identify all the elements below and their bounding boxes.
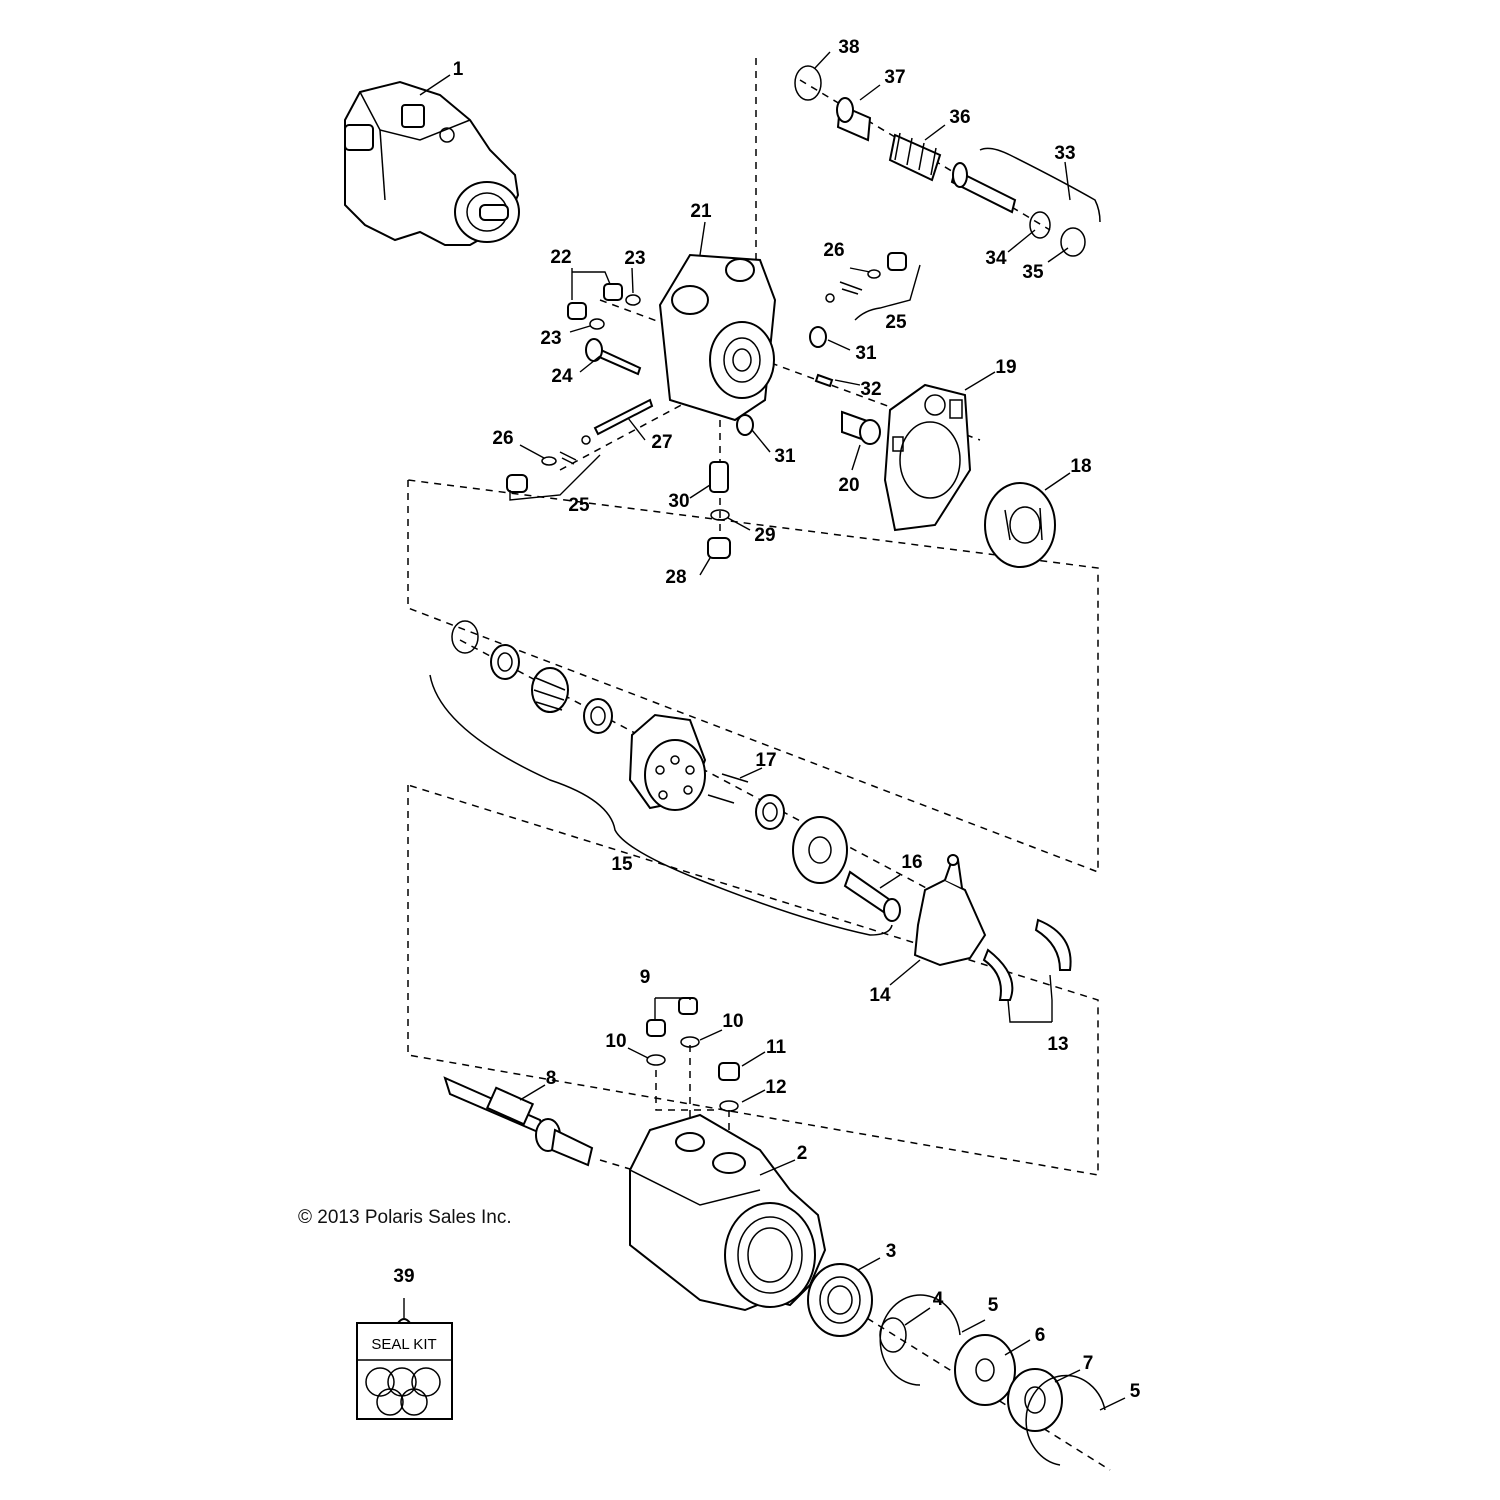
- part-snap-ring-lower: [1025, 1374, 1106, 1466]
- part-thrust-washer: [954, 1334, 1016, 1406]
- callout-2: 2: [797, 1143, 808, 1164]
- part-housing: [629, 1113, 827, 1312]
- callout-15: 15: [611, 854, 633, 875]
- part-spacer-plate: [1007, 1368, 1063, 1432]
- part-number-callouts: 1 2 3 4 5 5 6 7 8 9 10 10 11 12 13 14 15…: [393, 37, 1140, 1402]
- callout-36: 36: [949, 107, 970, 128]
- leader-lines: [419, 51, 1126, 1411]
- part-end-cap: [658, 253, 777, 422]
- callout-33: 33: [1054, 143, 1075, 164]
- callout-19: 19: [995, 357, 1016, 378]
- part-end-cap-fasteners: [567, 283, 642, 376]
- callout-13: 13: [1047, 1034, 1068, 1055]
- callout-11: 11: [766, 1037, 787, 1058]
- callout-12: 12: [765, 1077, 786, 1098]
- part-pins: [707, 773, 749, 804]
- callout-30: 30: [668, 491, 689, 512]
- callout-34: 34: [985, 248, 1007, 269]
- part-bushing: [841, 410, 881, 445]
- part-bearing-halves: [982, 918, 1072, 1001]
- callout-23a: 23: [624, 248, 645, 269]
- part-piston: [843, 870, 901, 922]
- part-bearing: [807, 1263, 873, 1337]
- callout-25b: 25: [568, 495, 590, 516]
- part-swashplate: [913, 854, 987, 967]
- callout-18: 18: [1070, 456, 1091, 477]
- callout-23b: 23: [540, 328, 561, 349]
- callout-8: 8: [546, 1068, 557, 1089]
- callout-26a: 26: [823, 240, 844, 261]
- part-drive-shaft: [443, 1076, 594, 1167]
- callout-35: 35: [1022, 262, 1044, 283]
- callout-39: 39: [393, 1266, 414, 1287]
- callout-9: 9: [640, 967, 651, 988]
- callout-21: 21: [690, 201, 712, 222]
- callout-10b: 10: [722, 1011, 743, 1032]
- callout-16: 16: [901, 852, 922, 873]
- callout-14: 14: [869, 985, 891, 1006]
- callout-28: 28: [665, 567, 686, 588]
- callout-26b: 26: [492, 428, 513, 449]
- callout-3: 3: [886, 1241, 897, 1262]
- part-valve-plate: [984, 482, 1056, 568]
- callout-31b: 31: [774, 446, 796, 467]
- callout-29: 29: [754, 525, 775, 546]
- part-spool-valve: [794, 65, 1101, 257]
- callout-20: 20: [838, 475, 859, 496]
- seal-kit-label: SEAL KIT: [371, 1336, 436, 1353]
- callout-31a: 31: [855, 343, 877, 364]
- part-gasket: [883, 383, 972, 532]
- callout-4: 4: [933, 1289, 944, 1310]
- callout-5a: 5: [988, 1295, 999, 1316]
- part-plugs: [646, 997, 740, 1112]
- callout-25a: 25: [885, 312, 907, 333]
- part-rotating-group: [429, 620, 893, 936]
- callout-27: 27: [651, 432, 672, 453]
- copyright-text: © 2013 Polaris Sales Inc.: [298, 1207, 512, 1228]
- callout-37: 37: [884, 67, 905, 88]
- callout-10a: 10: [605, 1031, 626, 1052]
- part-charge-valve-group: [707, 326, 834, 559]
- callout-7: 7: [1083, 1353, 1094, 1374]
- callout-24: 24: [551, 366, 573, 387]
- seal-kit-box: SEAL KIT: [356, 1298, 453, 1420]
- callout-1: 1: [453, 59, 464, 80]
- callout-5b: 5: [1130, 1381, 1141, 1402]
- callout-38: 38: [838, 37, 859, 58]
- callout-22: 22: [550, 247, 571, 268]
- callout-6: 6: [1035, 1325, 1046, 1346]
- part-snap-ring-upper: [879, 1294, 961, 1386]
- callout-32: 32: [860, 379, 881, 400]
- part-relief-valves: [506, 252, 907, 493]
- callout-17: 17: [755, 750, 776, 771]
- part-pump-assembly: [344, 80, 520, 246]
